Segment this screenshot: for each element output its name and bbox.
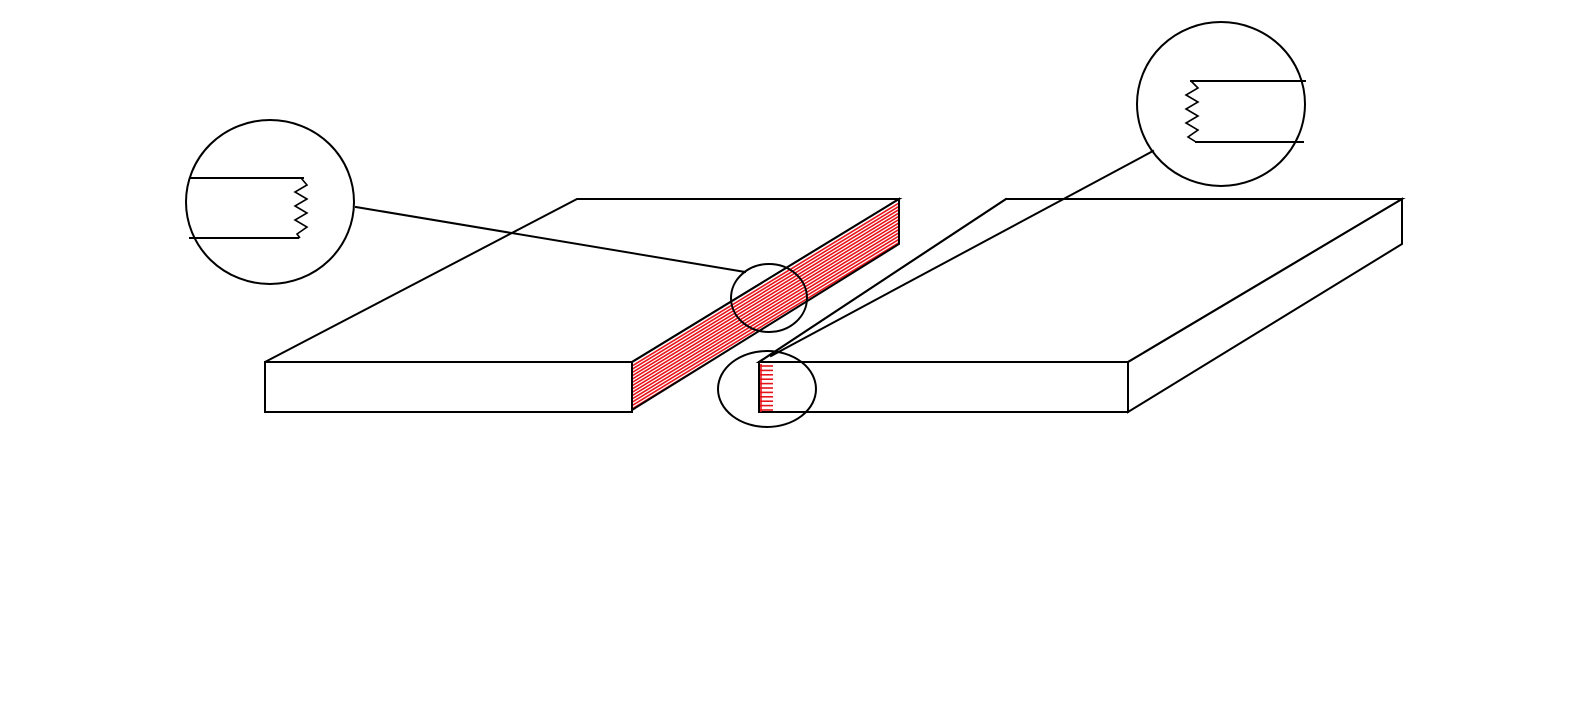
hatch-line	[632, 222, 899, 387]
hatch-line	[632, 208, 899, 374]
left-edge-magnifier	[730, 263, 808, 333]
hatch-line	[632, 215, 899, 380]
hatch-line	[632, 235, 899, 400]
right-leader-line-upper	[769, 149, 1155, 358]
hatch-line	[632, 218, 899, 384]
hatch-line	[632, 238, 899, 403]
right-detail-callout	[1136, 21, 1306, 187]
left-leader-line	[354, 205, 747, 274]
left-callout-circle	[185, 119, 355, 285]
left-plate-side-face	[631, 197, 900, 412]
left-plate-front-face	[264, 361, 633, 413]
hatch-line	[632, 241, 899, 407]
right-plate-hatched-edge	[760, 364, 773, 412]
left-callout-jagged-edge	[293, 177, 309, 239]
left-plate	[264, 197, 903, 413]
left-plate-hatched-edge	[632, 202, 899, 410]
right-plate-front-face	[758, 361, 1129, 413]
right-leader-line-lower	[757, 197, 1008, 364]
right-callout-jagged-edge	[1184, 80, 1200, 143]
right-plate-top-face	[755, 198, 1406, 363]
right-plate-side-face	[1127, 197, 1403, 414]
hatch-line	[632, 225, 899, 390]
right-callout-circle	[1136, 21, 1306, 187]
hatch-line	[632, 228, 899, 394]
hatch-line	[632, 202, 899, 367]
hatch-line	[632, 205, 899, 370]
right-edge-magnifier	[717, 350, 817, 428]
hatch-line	[632, 212, 899, 377]
left-detail-callout	[185, 119, 355, 285]
hatch-line	[632, 232, 899, 397]
right-plate	[755, 197, 1406, 414]
